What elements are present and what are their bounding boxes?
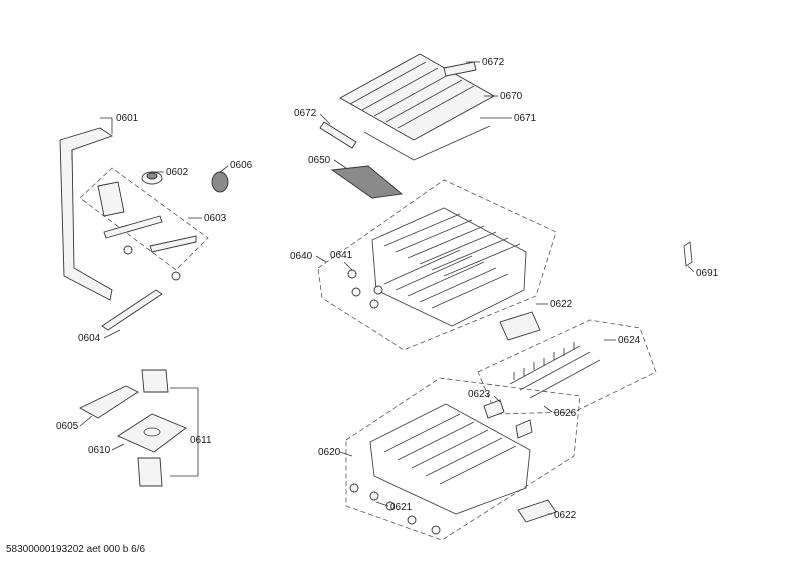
label-0641: 0641 — [330, 250, 353, 261]
filter-cylinder-part — [141, 369, 169, 393]
lower-basket-group — [345, 319, 657, 541]
label-0601: 0601 — [116, 113, 139, 124]
flat-filter-part — [117, 413, 187, 453]
upper-basket-part — [371, 207, 527, 327]
supply-pipe-part — [59, 127, 114, 301]
filter-disc-part — [211, 171, 229, 193]
label-0640: 0640 — [290, 251, 313, 262]
cover-strip-lower-part — [517, 499, 557, 523]
label-0604: 0604 — [78, 333, 101, 344]
label-0626: 0626 — [554, 408, 577, 419]
label-0650: 0650 — [308, 155, 331, 166]
lower-arm-part — [101, 289, 163, 331]
part-labels: 0601 0602 0606 0603 0604 0605 0610 0611 … — [56, 57, 719, 521]
micro-filter-part — [137, 457, 163, 487]
label-0605: 0605 — [56, 421, 79, 432]
label-0671: 0671 — [514, 113, 537, 124]
coarse-filter-part — [79, 385, 139, 419]
label-0670: 0670 — [500, 91, 523, 102]
label-0610: 0610 — [88, 445, 111, 456]
label-0622-upper: 0622 — [550, 299, 573, 310]
label-0691: 0691 — [696, 268, 719, 279]
label-0623: 0623 — [468, 389, 491, 400]
label-0621: 0621 — [390, 502, 413, 513]
spray-arm-group — [59, 127, 229, 487]
label-0672-left: 0672 — [294, 108, 317, 119]
prong-rack-box — [477, 319, 657, 415]
cutlery-tray-group — [319, 53, 495, 199]
label-0606: 0606 — [230, 160, 253, 171]
document-footer: 58300000193202 aet 000 b 6/6 — [6, 544, 146, 555]
label-0622-lower: 0622 — [554, 510, 577, 521]
upper-basket-box — [317, 179, 557, 351]
cover-strip-part — [499, 311, 541, 341]
lower-basket-box — [345, 377, 581, 541]
upper-arm-part — [97, 181, 125, 217]
label-0672-top: 0672 — [482, 57, 505, 68]
prong-rack-part — [509, 345, 601, 399]
label-0611: 0611 — [190, 435, 212, 446]
label-0603: 0603 — [204, 213, 227, 224]
label-0602: 0602 — [166, 167, 189, 178]
spray-arm-box — [79, 167, 209, 271]
cup-rack-part — [330, 165, 404, 199]
label-0620: 0620 — [318, 447, 341, 458]
label-0624: 0624 — [618, 335, 641, 346]
tray-rail-part — [363, 125, 491, 161]
lower-basket-part — [369, 403, 531, 515]
upper-basket-group — [317, 179, 693, 351]
bracket-part — [683, 241, 693, 267]
tray-clip-part — [319, 121, 357, 149]
leader-lines — [79, 61, 695, 515]
